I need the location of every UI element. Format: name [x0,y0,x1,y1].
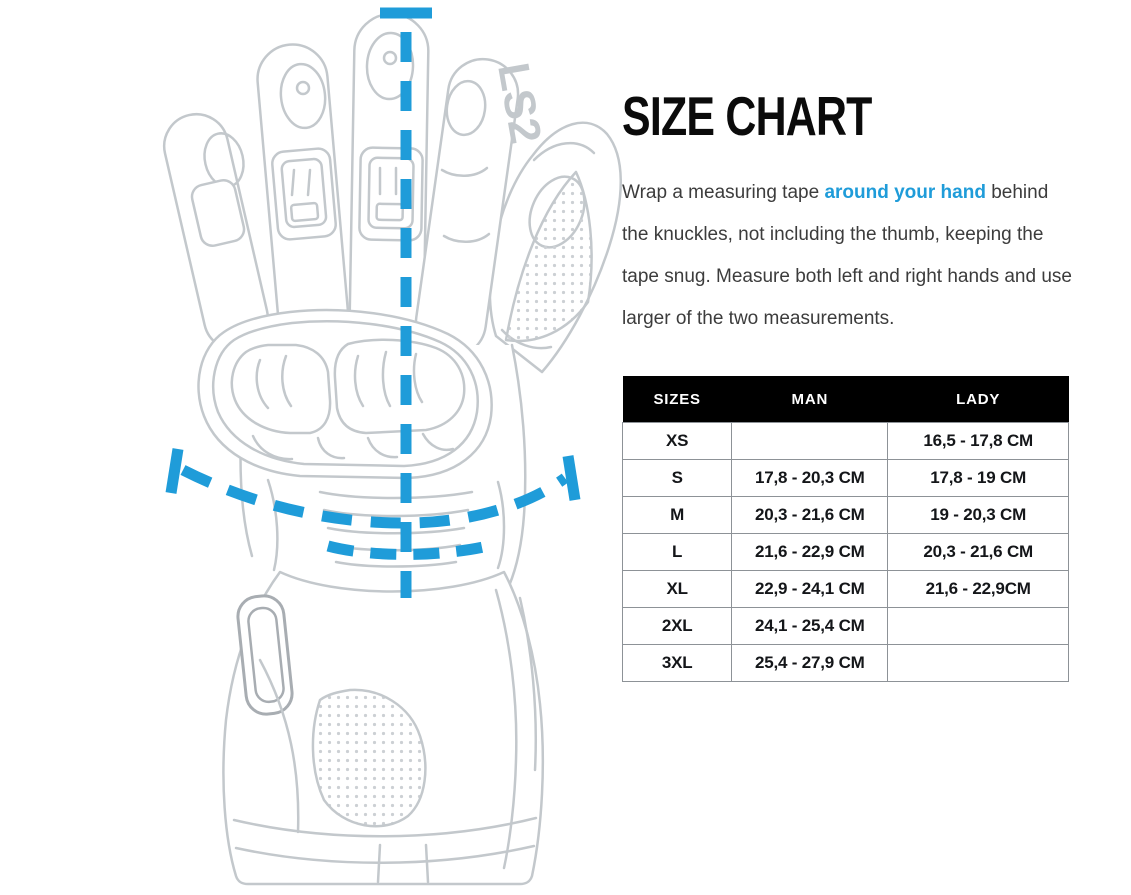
size-table: SIZES MAN LADY XS 16,5 - 17,8 CM S 17,8 … [621,376,1069,682]
intro-highlight: around your hand [824,182,986,203]
lady-cell: 17,8 - 19 CM [887,459,1069,497]
size-cell: L [621,533,733,571]
man-cell [731,422,889,460]
glove-illustration: LS2 [28,0,648,895]
knuckle-circumference-back-line [326,538,498,560]
measurement-lines [165,7,581,598]
horizontal-measure-right-cap [562,455,581,501]
column-header-lady: LADY [887,376,1069,423]
horizontal-measure-left-cap [165,448,184,494]
size-cell: 2XL [621,607,733,645]
man-cell: 21,6 - 22,9 CM [731,533,889,571]
table-row: S 17,8 - 20,3 CM 17,8 - 19 CM [621,459,1069,497]
man-cell: 20,3 - 21,6 CM [731,496,889,534]
intro-post: behind the knuckles, not including the t… [622,182,1072,329]
lady-cell: 16,5 - 17,8 CM [887,422,1069,460]
size-cell: XS [621,422,733,460]
man-cell: 22,9 - 24,1 CM [731,570,889,608]
intro-text: Wrap a measuring tape around your hand b… [622,172,1074,340]
size-cell: 3XL [621,644,733,682]
size-chart-content: SIZE CHART Wrap a measuring tape around … [621,84,1084,682]
table-row: M 20,3 - 21,6 CM 19 - 20,3 CM [621,496,1069,534]
lady-cell [887,607,1069,645]
table-row: XS 16,5 - 17,8 CM [621,422,1069,460]
table-row: XL 22,9 - 24,1 CM 21,6 - 22,9CM [621,570,1069,608]
man-cell: 17,8 - 20,3 CM [731,459,889,497]
size-cell: XL [621,570,733,608]
table-row: 2XL 24,1 - 25,4 CM [621,607,1069,645]
column-header-man: MAN [731,376,888,423]
man-cell: 25,4 - 27,9 CM [731,644,889,682]
lady-cell: 21,6 - 22,9CM [887,570,1069,608]
glove-illustration-svg: LS2 [162,7,622,886]
table-row: L 21,6 - 22,9 CM 20,3 - 21,6 CM [621,533,1069,571]
glove-line-art: LS2 [162,12,622,886]
size-cell: M [621,496,733,534]
knuckle-circumference-measure-line [180,465,569,529]
intro-pre: Wrap a measuring tape [622,182,825,203]
man-cell: 24,1 - 25,4 CM [731,607,889,645]
lady-cell [887,644,1069,682]
table-header-row: SIZES MAN LADY [622,376,1069,423]
lady-cell: 20,3 - 21,6 CM [887,533,1069,571]
page-title: SIZE CHART [622,85,872,147]
table-row: 3XL 25,4 - 27,9 CM [621,644,1069,682]
lady-cell: 19 - 20,3 CM [887,496,1069,534]
column-header-sizes: SIZES [622,376,732,423]
size-cell: S [621,459,733,497]
